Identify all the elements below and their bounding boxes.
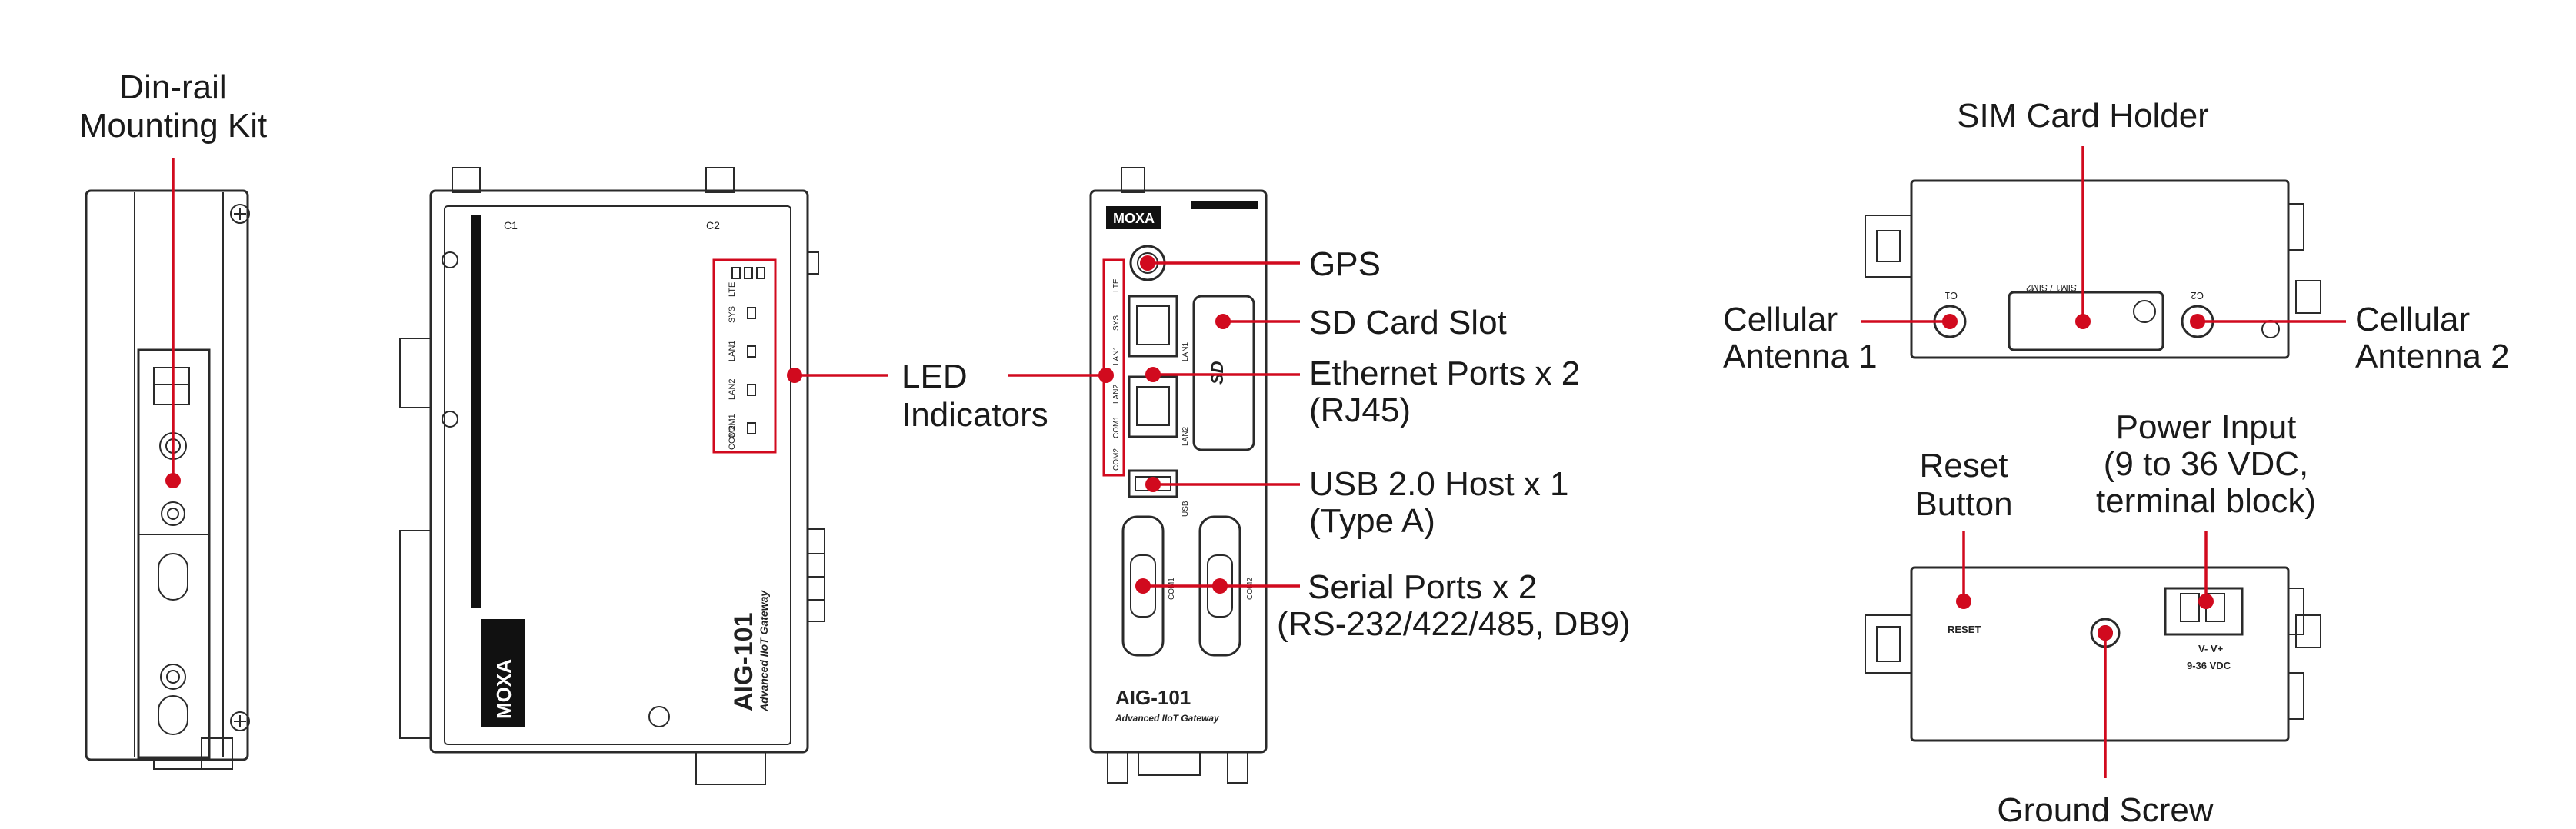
callout-din-rail: Din-rail Mounting Kit: [79, 68, 268, 488]
label-cell2-line1: Cellular: [2355, 301, 2470, 338]
model-text-side: AIG-101: [729, 613, 758, 712]
callout-cell2: Cellular Antenna 2: [2190, 301, 2510, 375]
silk-sim: SIM1 / SIM2: [2026, 282, 2077, 293]
label-sd: SD Card Slot: [1309, 304, 1507, 341]
front-led-com1: COM1: [1112, 416, 1121, 438]
front-port-sd: SD: [1208, 361, 1227, 385]
label-din-rail-line2: Mounting Kit: [79, 107, 268, 145]
front-led-sys: SYS: [1112, 315, 1121, 331]
moxa-logo-side: [481, 619, 525, 727]
label-serial-line1: Serial Ports x 2: [1308, 568, 1537, 606]
led-text-lte: LTE: [728, 282, 737, 297]
front-port-lan1: LAN1: [1181, 342, 1190, 361]
power-terminal-block: [2164, 587, 2244, 636]
led-text-com2: COM2: [728, 425, 737, 450]
ethernet-port-lan1: [1128, 295, 1178, 358]
silk-reset: RESET: [1948, 624, 1981, 635]
led-text-com1: COM1: [728, 414, 737, 438]
label-power-line3: terminal block): [2096, 482, 2316, 520]
label-sim: SIM Card Holder: [1957, 97, 2209, 135]
front-led-lan2: LAN2: [1112, 385, 1121, 404]
label-serial-line2: (RS-232/422/485, DB9): [1277, 605, 1631, 643]
brand-text-front: MOXA: [1113, 211, 1155, 226]
label-ground: Ground Screw: [1997, 791, 2213, 829]
left-side-view: C1 C2 MOXA AIG-101 Advanced IIoT Gateway…: [399, 167, 825, 785]
callout-usb: USB 2.0 Host x 1 (Type A): [1145, 465, 1568, 540]
callout-cell1: Cellular Antenna 1: [1723, 301, 1958, 375]
side-view-din-rail: [85, 189, 250, 770]
silk-c1: C1: [504, 219, 518, 231]
front-led-com2: COM2: [1112, 448, 1121, 471]
callout-sd: SD Card Slot: [1215, 304, 1507, 341]
callout-gps: GPS: [1140, 245, 1381, 283]
label-cell1-line2: Antenna 1: [1723, 338, 1878, 375]
led-indicator-box: [712, 258, 777, 454]
front-port-com1: COM1: [1168, 578, 1176, 600]
top-view: SIM1 / SIM2 C1 C2: [1865, 179, 2321, 359]
led-cluster: LTE SYS LAN1 LAN2 COM1 COM2: [728, 267, 765, 450]
label-ethernet-line1: Ethernet Ports x 2: [1309, 355, 1580, 392]
label-usb-line1: USB 2.0 Host x 1: [1309, 465, 1568, 503]
model-text-front: AIG-101: [1115, 686, 1191, 709]
led-text-lan1: LAN1: [728, 340, 737, 361]
silk-c2: C2: [706, 219, 720, 231]
front-port-com2: COM2: [1246, 578, 1255, 600]
bottom-view: V- V+ 9-36 VDC RESET: [1865, 566, 2321, 742]
sd-card-slot: [1192, 295, 1255, 451]
label-reset-line1: Reset: [1920, 447, 2008, 484]
callout-sim: SIM Card Holder: [1957, 97, 2209, 329]
front-port-lan2: LAN2: [1181, 427, 1190, 446]
subtitle-text-side: Advanced IIoT Gateway: [758, 590, 770, 712]
led-text-sys: SYS: [728, 306, 737, 323]
silk-top-c1: C1: [1944, 290, 1958, 301]
front-port-usb: USB: [1181, 501, 1190, 517]
silk-power: V- V+: [2198, 643, 2224, 654]
label-reset-line2: Button: [1915, 485, 2012, 523]
label-gps: GPS: [1309, 245, 1381, 283]
callout-reset: Reset Button: [1915, 447, 2013, 609]
label-power-line2: (9 to 36 VDC,: [2104, 445, 2309, 483]
label-ethernet-line2: (RJ45): [1309, 391, 1411, 429]
callout-ground: Ground Screw: [1997, 625, 2214, 829]
label-din-rail-line1: Din-rail: [119, 68, 226, 106]
brand-text-side: MOXA: [492, 659, 515, 719]
front-led-lan1: LAN1: [1112, 346, 1121, 365]
callout-led: LED Indicators: [787, 358, 1114, 434]
label-cell1-line1: Cellular: [1723, 301, 1838, 338]
label-led-line1: LED: [901, 358, 968, 395]
sim-card-holder: [2008, 291, 2164, 351]
front-view: MOXA LTE SYS LAN1 LAN2 COM1 COM2 LAN1 LA…: [1089, 167, 1268, 784]
label-usb-line2: (Type A): [1309, 502, 1435, 540]
label-led-line2: Indicators: [901, 396, 1048, 434]
callout-power: Power Input (9 to 36 VDC, terminal block…: [2096, 408, 2316, 609]
callout-ethernet: Ethernet Ports x 2 (RJ45): [1145, 355, 1580, 429]
silk-voltage: 9-36 VDC: [2187, 660, 2231, 671]
silk-top-c2: C2: [2191, 290, 2204, 301]
subtitle-text-front: Advanced IIoT Gateway: [1115, 713, 1220, 724]
front-led-lte: LTE: [1112, 278, 1121, 292]
callout-serial: Serial Ports x 2 (RS-232/422/485, DB9): [1135, 568, 1631, 643]
led-text-lan2: LAN2: [728, 378, 737, 400]
label-cell2-line2: Antenna 2: [2355, 338, 2510, 375]
label-power-line1: Power Input: [2116, 408, 2297, 446]
moxa-logo-front: [1106, 206, 1161, 229]
